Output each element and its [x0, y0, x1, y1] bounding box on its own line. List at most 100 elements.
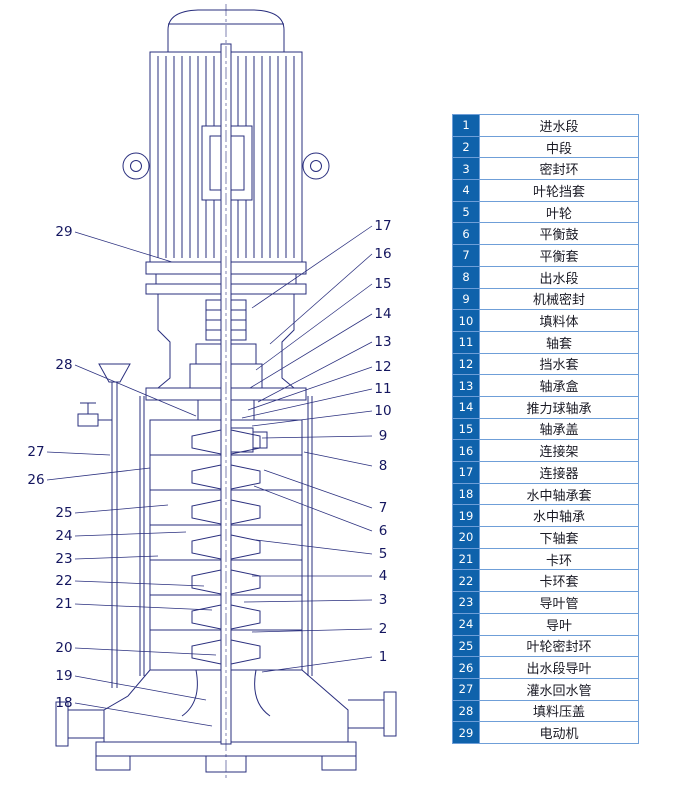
- part-number-cell: 24: [452, 612, 480, 636]
- callout-number: 20: [55, 640, 72, 656]
- part-label-cell: 平衡鼓: [479, 222, 639, 246]
- part-number-cell: 6: [452, 222, 480, 246]
- part-number-cell: 1: [452, 114, 480, 137]
- table-row: 2 中段: [452, 135, 639, 159]
- leader-line: [46, 467, 151, 481]
- table-row: 11 轴套: [452, 330, 639, 354]
- leader-line: [74, 702, 213, 727]
- table-row: 7 平衡套: [452, 244, 639, 267]
- filling-valve: [77, 413, 99, 427]
- leader-line: [46, 451, 111, 456]
- part-label-cell: 叶轮密封环: [479, 634, 639, 658]
- callout-number: 22: [55, 573, 72, 589]
- callout-number: 27: [27, 444, 44, 460]
- callout-number: 28: [55, 357, 72, 373]
- leader-line: [74, 364, 197, 417]
- flange-left: [55, 701, 69, 747]
- leader-line: [74, 647, 217, 656]
- part-number-cell: 11: [452, 330, 480, 354]
- motor-fins: [157, 56, 295, 258]
- part-number-cell: 12: [452, 352, 480, 376]
- leader-line: [255, 539, 373, 555]
- callout-number: 17: [374, 218, 391, 234]
- callout-number: 16: [374, 246, 391, 262]
- table-row: 12 挡水套: [452, 352, 639, 376]
- table-row: 28 填料压盖: [452, 699, 639, 723]
- part-label-cell: 机械密封: [479, 287, 639, 311]
- callout-number: 14: [374, 306, 391, 322]
- part-number-cell: 15: [452, 417, 480, 441]
- part-label-cell: 下轴套: [479, 526, 639, 549]
- table-row: 16 连接架: [452, 439, 639, 462]
- part-number-cell: 7: [452, 244, 480, 267]
- callout-number: 3: [379, 592, 388, 608]
- part-label-cell: 推力球轴承: [479, 395, 639, 419]
- leader-line: [261, 656, 373, 673]
- callout-number: 7: [379, 500, 388, 516]
- lifting-eye-right: [302, 152, 330, 180]
- part-label-cell: 出水段导叶: [479, 656, 639, 679]
- leader-line: [269, 253, 373, 345]
- callout-number: 15: [374, 276, 391, 292]
- callout-number: 12: [374, 359, 391, 375]
- table-row: 8 出水段: [452, 265, 639, 289]
- leader-line: [247, 366, 373, 411]
- table-row: 3 密封环: [452, 157, 639, 181]
- part-number-cell: 9: [452, 287, 480, 311]
- callout-number: 18: [55, 695, 72, 711]
- callout-number: 29: [55, 224, 72, 240]
- part-label-cell: 连接器: [479, 461, 639, 484]
- part-number-cell: 18: [452, 482, 480, 506]
- callout-number: 19: [55, 668, 72, 684]
- leader-line: [74, 231, 173, 263]
- part-label-cell: 叶轮: [479, 200, 639, 224]
- leader-line: [243, 599, 373, 603]
- callout-number: 10: [374, 403, 391, 419]
- lifting-eye-left: [122, 152, 150, 180]
- part-label-cell: 连接架: [479, 439, 639, 462]
- table-row: 24 导叶: [452, 612, 639, 636]
- part-number-cell: 21: [452, 547, 480, 571]
- part-number-cell: 29: [452, 721, 480, 744]
- part-label-cell: 水中轴承: [479, 504, 639, 528]
- part-label-cell: 水中轴承套: [479, 482, 639, 506]
- leader-line: [74, 555, 159, 560]
- flange-right: [383, 691, 397, 737]
- table-row: 5 叶轮: [452, 200, 639, 224]
- leader-line: [74, 675, 207, 701]
- callout-number: 11: [374, 381, 391, 397]
- part-number-cell: 16: [452, 439, 480, 462]
- balance-drum: [230, 427, 254, 453]
- table-row: 17 连接器: [452, 461, 639, 484]
- part-number-cell: 3: [452, 157, 480, 181]
- callout-number: 1: [379, 649, 388, 665]
- table-row: 13 轴承盒: [452, 374, 639, 397]
- parts-table-body: 1 进水段 2 中段 3 密封环 4 叶轮挡套 5 叶轮 6 平衡鼓 7 平衡套: [452, 114, 639, 744]
- part-label-cell: 挡水套: [479, 352, 639, 376]
- part-label-cell: 出水段: [479, 265, 639, 289]
- callout-number: 6: [379, 523, 388, 539]
- table-row: 4 叶轮挡套: [452, 179, 639, 202]
- leader-line: [251, 410, 373, 427]
- callout-number: 23: [55, 551, 72, 567]
- table-row: 10 填料体: [452, 309, 639, 332]
- leader-line: [74, 504, 169, 514]
- leader-line: [257, 341, 373, 403]
- table-row: 21 卡环: [452, 547, 639, 571]
- table-row: 25 叶轮密封环: [452, 634, 639, 658]
- part-number-cell: 25: [452, 634, 480, 658]
- part-label-cell: 密封环: [479, 157, 639, 181]
- table-row: 6 平衡鼓: [452, 222, 639, 246]
- callout-layer: 2928272625242322212019181716151413121110…: [27, 218, 391, 711]
- callout-number: 9: [379, 428, 388, 444]
- table-row: 27 灌水回水管: [452, 677, 639, 701]
- callout-number: 2: [379, 621, 388, 637]
- part-number-cell: 8: [452, 265, 480, 289]
- part-label-cell: 电动机: [479, 721, 639, 744]
- leader-line: [255, 283, 373, 371]
- leader-line: [261, 435, 373, 439]
- part-label-cell: 卡环: [479, 547, 639, 571]
- part-number-cell: 14: [452, 395, 480, 419]
